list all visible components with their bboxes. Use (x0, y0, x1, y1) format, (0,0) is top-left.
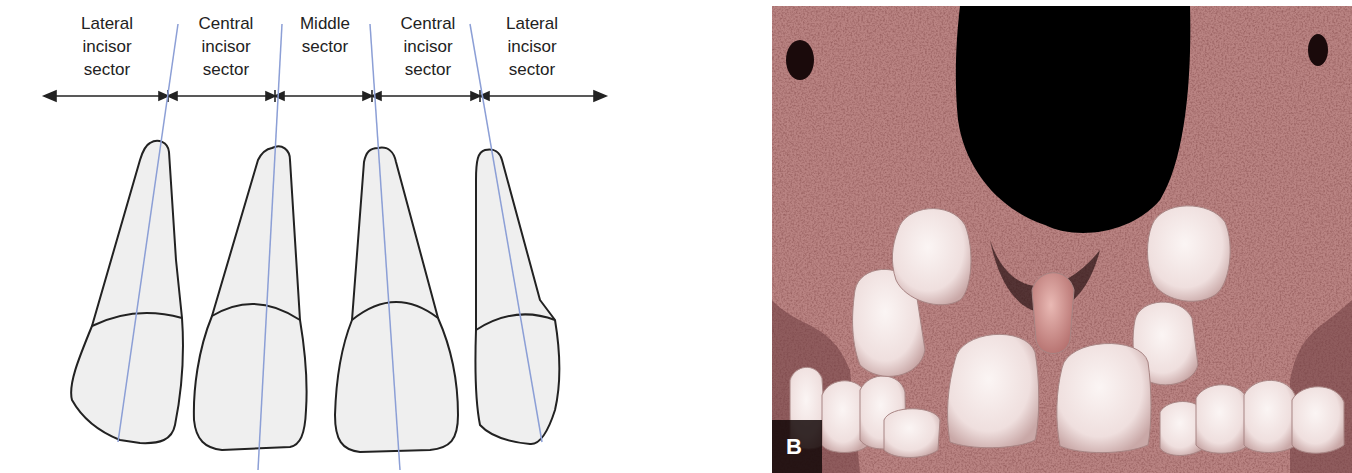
tooth-outlines (71, 141, 559, 452)
mesiodens (1032, 273, 1074, 354)
foramen (1308, 34, 1328, 66)
sector-dividers (159, 90, 489, 102)
cej-line (92, 313, 182, 326)
figure-part (168, 92, 177, 100)
sector-label: Central incisor sector (398, 12, 459, 81)
primary-tooth (1292, 387, 1344, 454)
tooth-outline (71, 141, 183, 443)
sector-label: Lateral incisor sector (503, 12, 561, 81)
nasal-cavity (956, 6, 1191, 233)
figure-part (372, 92, 381, 100)
long-axis (370, 24, 400, 470)
figure-part (275, 92, 284, 100)
long-axis (470, 24, 542, 442)
bone-ground (772, 6, 1352, 473)
cbct-render (772, 6, 1352, 473)
figure-part (790, 206, 1344, 458)
primary-tooth (1244, 380, 1296, 452)
tooth-long-axes (118, 24, 542, 470)
cemento-enamel-lines (92, 302, 555, 330)
bone-texture (772, 6, 1352, 473)
panel-letter: B (786, 434, 802, 460)
cej-line (352, 302, 438, 320)
tooth-outline (335, 148, 458, 452)
sector-label: Lateral incisor sector (78, 12, 136, 81)
arrow-head (44, 91, 56, 101)
central-incisor (948, 334, 1039, 447)
sector-label: Middle sector (297, 12, 353, 58)
primary-tooth (884, 409, 940, 458)
letter-ground (772, 420, 822, 473)
sector-axis (44, 90, 606, 102)
foramen (786, 40, 814, 80)
arrow-head (594, 91, 606, 101)
cej-line (476, 314, 555, 330)
shadow (1290, 300, 1352, 473)
long-axis (118, 24, 178, 442)
central-incisor (1057, 343, 1151, 452)
unerupted-canine (1148, 206, 1231, 301)
sector-label: Central incisor sector (196, 12, 257, 81)
tooth-outline (194, 146, 307, 450)
primary-tooth (1196, 385, 1248, 454)
long-axis (258, 24, 282, 470)
unerupted-canine (892, 209, 971, 305)
axis-line (46, 95, 604, 97)
cej-line (212, 304, 300, 320)
